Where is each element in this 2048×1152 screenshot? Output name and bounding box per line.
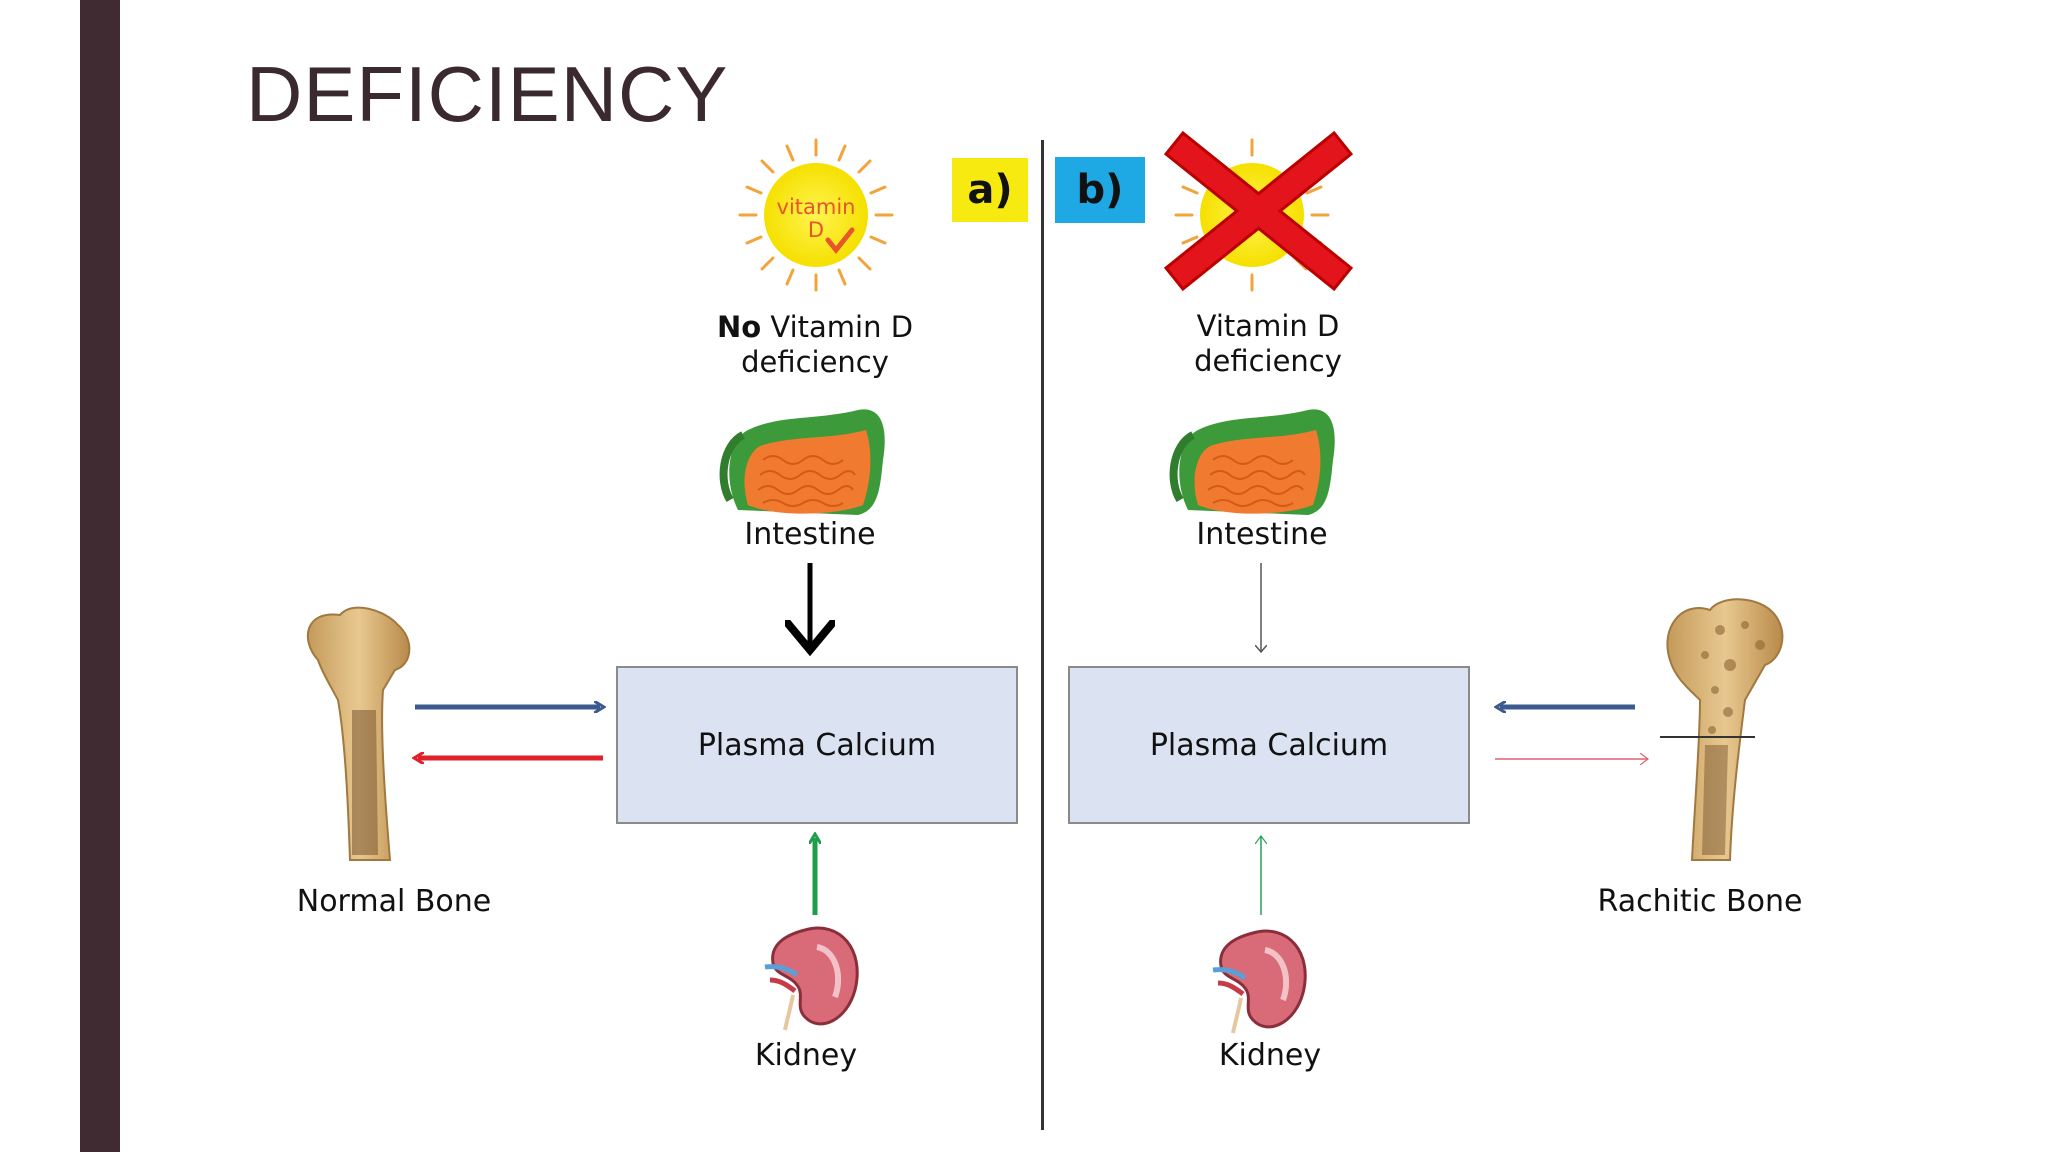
intestine-label: Intestine bbox=[1196, 517, 1328, 552]
panel-a-tag: a) bbox=[952, 158, 1028, 222]
normal-bone-label: Normal Bone bbox=[296, 884, 492, 919]
intestine-label: Intestine bbox=[744, 517, 876, 552]
rachitic-bone-label: Rachitic Bone bbox=[1597, 884, 1803, 919]
kidney-label: Kidney bbox=[754, 1038, 858, 1073]
panel-divider bbox=[1041, 140, 1044, 1130]
slide-title: DEFICIENCY bbox=[246, 50, 729, 138]
kidney-icon bbox=[1212, 929, 1307, 1034]
cross-icon bbox=[1163, 130, 1354, 292]
panel-a-status-label: No Vitamin D deficiency bbox=[716, 310, 914, 379]
rachitic-bone-icon bbox=[1660, 598, 1784, 861]
kidney-label: Kidney bbox=[1218, 1038, 1322, 1073]
plasma-calcium-box: Plasma Calcium bbox=[616, 666, 1018, 824]
sun-vitamin-d-icon bbox=[738, 138, 894, 292]
kidney-icon bbox=[764, 926, 859, 1031]
intestine-icon bbox=[1169, 409, 1335, 515]
sidebar-accent-bar bbox=[80, 0, 120, 1152]
normal-bone-icon bbox=[306, 606, 411, 861]
intestine-icon bbox=[719, 409, 885, 515]
panel-b-status-label: Vitamin D deficiency bbox=[1194, 309, 1342, 378]
plasma-calcium-box: Plasma Calcium bbox=[1068, 666, 1470, 824]
sun-crossed-out-icon bbox=[1163, 130, 1354, 292]
sun-text: vitamin D bbox=[776, 195, 856, 243]
panel-b-tag: b) bbox=[1055, 157, 1145, 223]
